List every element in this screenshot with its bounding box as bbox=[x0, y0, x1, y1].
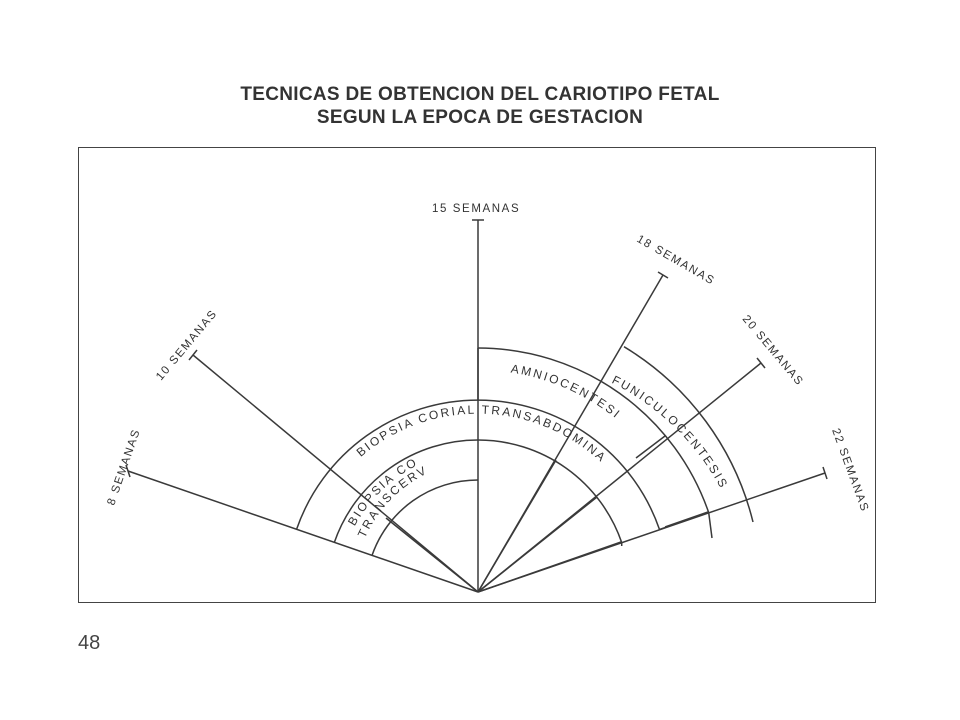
diagram-title-line-2: SEGUN LA EPOCA DE GESTACION bbox=[316, 107, 644, 128]
spoke-tick-20 bbox=[756, 357, 766, 369]
band-arc-amniocentesis-outer bbox=[477, 347, 710, 513]
band-label-amniocentesis: AMNIOCENTESIS bbox=[0, 0, 622, 422]
inner-spoke-4 bbox=[477, 541, 622, 593]
band-divider-funiculo-1 bbox=[635, 435, 666, 459]
inner-spoke-1 bbox=[385, 517, 479, 593]
spoke-label-8-weeks: 8 SEMANAS bbox=[105, 427, 142, 507]
band-label-transabdominal-text: BIOPSIA CORIAL TRANSABDOMINAL bbox=[0, 0, 610, 465]
page-number: 48 bbox=[78, 632, 101, 654]
band-label-amniocentesis-text: AMNIOCENTESIS bbox=[0, 0, 624, 422]
band-label-transcervical-text: TRANSCERVICAL bbox=[0, 0, 430, 540]
band-end-amniocentesis bbox=[659, 526, 666, 531]
spoke-label-10-weeks: 10 SEMANAS bbox=[154, 308, 220, 383]
spoke-tick-22 bbox=[822, 466, 828, 480]
inner-spoke-3 bbox=[477, 496, 598, 593]
spoke-line-8 bbox=[127, 470, 479, 593]
spoke-label-15-weeks: 15 SEMANAS bbox=[432, 203, 520, 215]
spoke-label-20-weeks: 20 SEMANAS bbox=[740, 313, 806, 388]
band-end-funiculocentesis bbox=[707, 512, 713, 539]
inner-spoke-2 bbox=[477, 459, 557, 593]
spoke-tick-10 bbox=[188, 349, 198, 361]
spoke-line-10 bbox=[192, 354, 479, 593]
diagram-title-line-1: TECNICAS DE OBTENCION DEL CARIOTIPO FETA… bbox=[240, 84, 720, 105]
diagram-frame bbox=[78, 147, 876, 603]
band-label-transabdominal: BIOPSIA CORIAL TRANSABDOMINAL bbox=[0, 0, 607, 465]
band-arc-transabdominal-outer bbox=[295, 399, 661, 530]
band-divider-funiculo-2 bbox=[664, 511, 709, 528]
band-arc-funiculocentesis-outer bbox=[623, 346, 754, 523]
spoke-label-18-weeks: 18 SEMANAS bbox=[635, 233, 717, 288]
spoke-tick-8 bbox=[125, 464, 131, 478]
band-arc-transcervical-inner bbox=[371, 479, 479, 556]
spoke-label-22-weeks: 22 SEMANAS bbox=[829, 427, 870, 514]
spoke-tick-18 bbox=[657, 271, 669, 279]
band-arc-transabdominal-inner bbox=[477, 439, 623, 543]
band-label-transcervical: TRANSCERVICAL bbox=[0, 0, 428, 540]
band-arc-transcervical-outer bbox=[333, 439, 479, 543]
